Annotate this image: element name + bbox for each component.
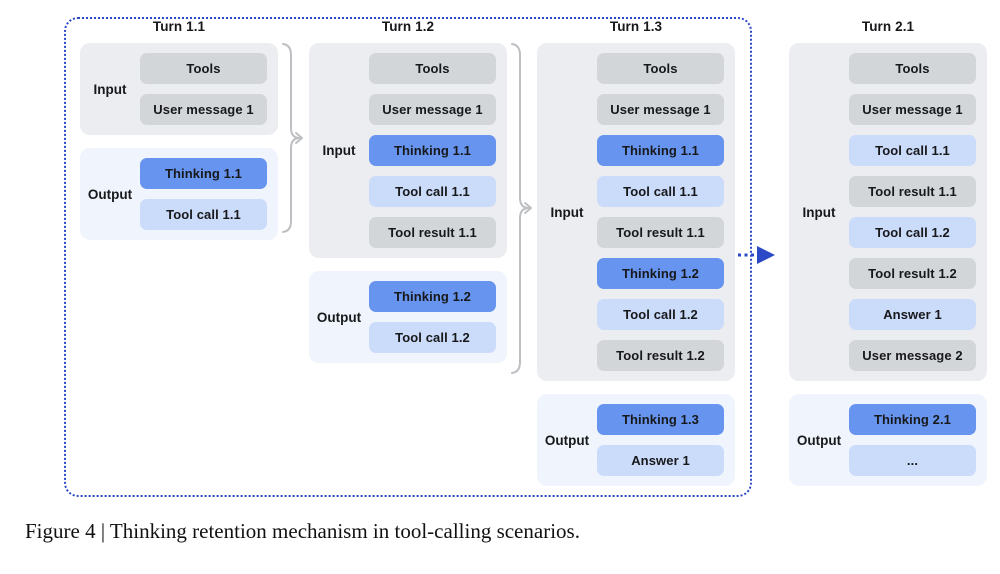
output-block-stack: Thinking 2.1...: [849, 394, 987, 486]
block-thinking-1-1: Thinking 1.1: [369, 135, 496, 166]
block-user-message-1: User message 1: [369, 94, 496, 125]
block-tool-call-1-1: Tool call 1.1: [597, 176, 724, 207]
output-label: Output: [87, 186, 133, 202]
output-label: Output: [544, 432, 590, 448]
block-answer-1: Answer 1: [849, 299, 976, 330]
turn1-dashed-frame: [64, 17, 752, 497]
block-tools: Tools: [140, 53, 267, 84]
block-tool-result-1-2: Tool result 1.2: [849, 258, 976, 289]
block-tool-call-1-1: Tool call 1.1: [849, 135, 976, 166]
block-tool-call-1-1: Tool call 1.1: [369, 176, 496, 207]
output-label: Output: [796, 432, 842, 448]
output-label: Output: [316, 309, 362, 325]
block-tools: Tools: [849, 53, 976, 84]
input-label: Input: [322, 143, 356, 158]
turn-title: Turn 1.2: [381, 19, 435, 34]
block-tool-result-1-1: Tool result 1.1: [849, 176, 976, 207]
block-tool-call-1-2: Tool call 1.2: [849, 217, 976, 248]
block-user-message-1: User message 1: [849, 94, 976, 125]
block-tool-call-1-1: Tool call 1.1: [140, 199, 267, 230]
input-label: Input: [802, 204, 836, 220]
block-user-message-1: User message 1: [597, 94, 724, 125]
block-ellipsis: ...: [849, 445, 976, 476]
brace-connector-2: [511, 43, 532, 374]
block-thinking-1-3: Thinking 1.3: [597, 404, 724, 435]
turn-title: Turn 1.1: [152, 19, 206, 34]
block-tool-result-1-2: Tool result 1.2: [597, 340, 724, 371]
block-tool-call-1-2: Tool call 1.2: [369, 322, 496, 353]
block-thinking-2-1: Thinking 2.1: [849, 404, 976, 435]
block-thinking-1-1: Thinking 1.1: [597, 135, 724, 166]
block-user-message-2: User message 2: [849, 340, 976, 371]
next-turn-arrow-icon: [738, 246, 775, 264]
block-answer-1: Answer 1: [597, 445, 724, 476]
figure-caption: Figure 4 | Thinking retention mechanism …: [25, 519, 580, 543]
turn-title: Turn 2.1: [861, 19, 915, 34]
block-tool-result-1-1: Tool result 1.1: [369, 217, 496, 248]
block-thinking-1-2: Thinking 1.2: [597, 258, 724, 289]
turn-title: Turn 1.3: [609, 19, 663, 34]
block-tools: Tools: [369, 53, 496, 84]
input-label: Input: [93, 81, 127, 97]
output-panel: Output Thinking 2.1...: [789, 394, 987, 486]
block-thinking-1-1: Thinking 1.1: [140, 158, 267, 189]
brace-connector-1: [282, 43, 303, 233]
block-tools: Tools: [597, 53, 724, 84]
block-tool-result-1-1: Tool result 1.1: [597, 217, 724, 248]
input-label: Input: [550, 204, 584, 220]
block-tool-call-1-2: Tool call 1.2: [597, 299, 724, 330]
block-user-message-1: User message 1: [140, 94, 267, 125]
block-thinking-1-2: Thinking 1.2: [369, 281, 496, 312]
